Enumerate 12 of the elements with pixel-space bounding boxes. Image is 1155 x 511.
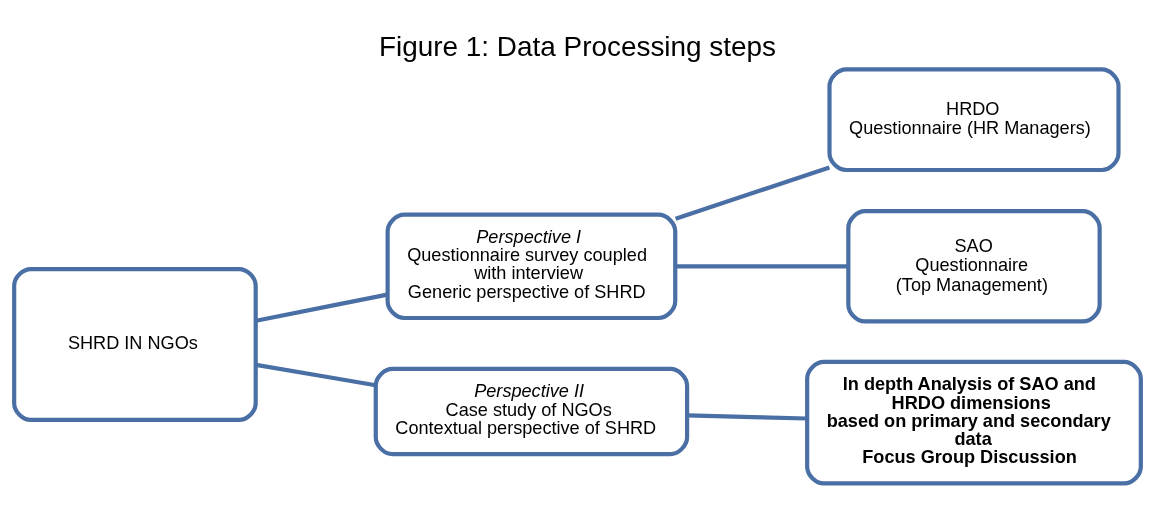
node-box: Perspective I Questionnaire survey coupled with interview Generic perspective of SHRD [385, 212, 678, 321]
diagram-title: Figure 1: Data Processing steps [378, 30, 777, 62]
connector [674, 165, 831, 221]
node-box: SHRD IN NGOs [12, 267, 258, 422]
connector [255, 362, 376, 388]
connector [255, 292, 388, 323]
node-box: SAO Questionnaire (Top Management) [846, 209, 1102, 324]
connector [687, 413, 807, 421]
connector [675, 264, 849, 269]
node-box: Perspective II Case study of NGOs Contextual perspective of SHRD [373, 366, 690, 457]
node-box: HRDO Questionnaire (HR Managers) [827, 67, 1121, 173]
node-box: In depth Analysis of SAO and HRDO dimensions based on primary and secondary data Focus Group Discussion [805, 359, 1143, 486]
